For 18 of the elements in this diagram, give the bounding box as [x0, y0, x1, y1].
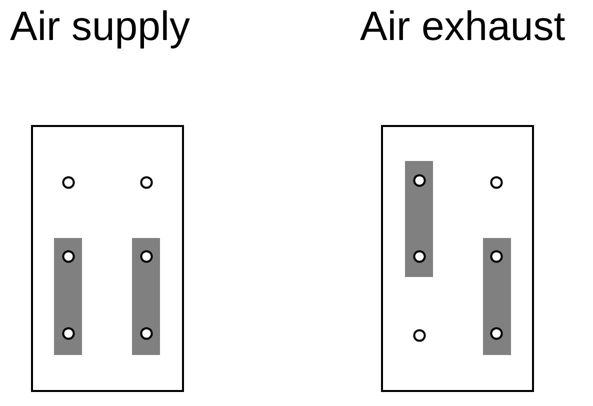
connector-bar — [405, 161, 433, 277]
port-circle — [413, 329, 426, 342]
port-circle — [62, 250, 75, 263]
port-circle — [140, 250, 153, 263]
port-circle — [62, 176, 75, 189]
port-circle — [140, 176, 153, 189]
port-circle — [62, 327, 75, 340]
connector-bar — [54, 238, 82, 355]
connector-bar — [483, 238, 511, 355]
port-circle — [413, 174, 426, 187]
connector-bar — [132, 238, 160, 355]
port-circle — [140, 327, 153, 340]
port-circle — [490, 176, 503, 189]
port-circle — [490, 250, 503, 263]
port-circle — [490, 327, 503, 340]
panel-heading: Air supply — [10, 2, 190, 50]
panel-heading: Air exhaust — [360, 2, 566, 50]
port-circle — [413, 250, 426, 263]
